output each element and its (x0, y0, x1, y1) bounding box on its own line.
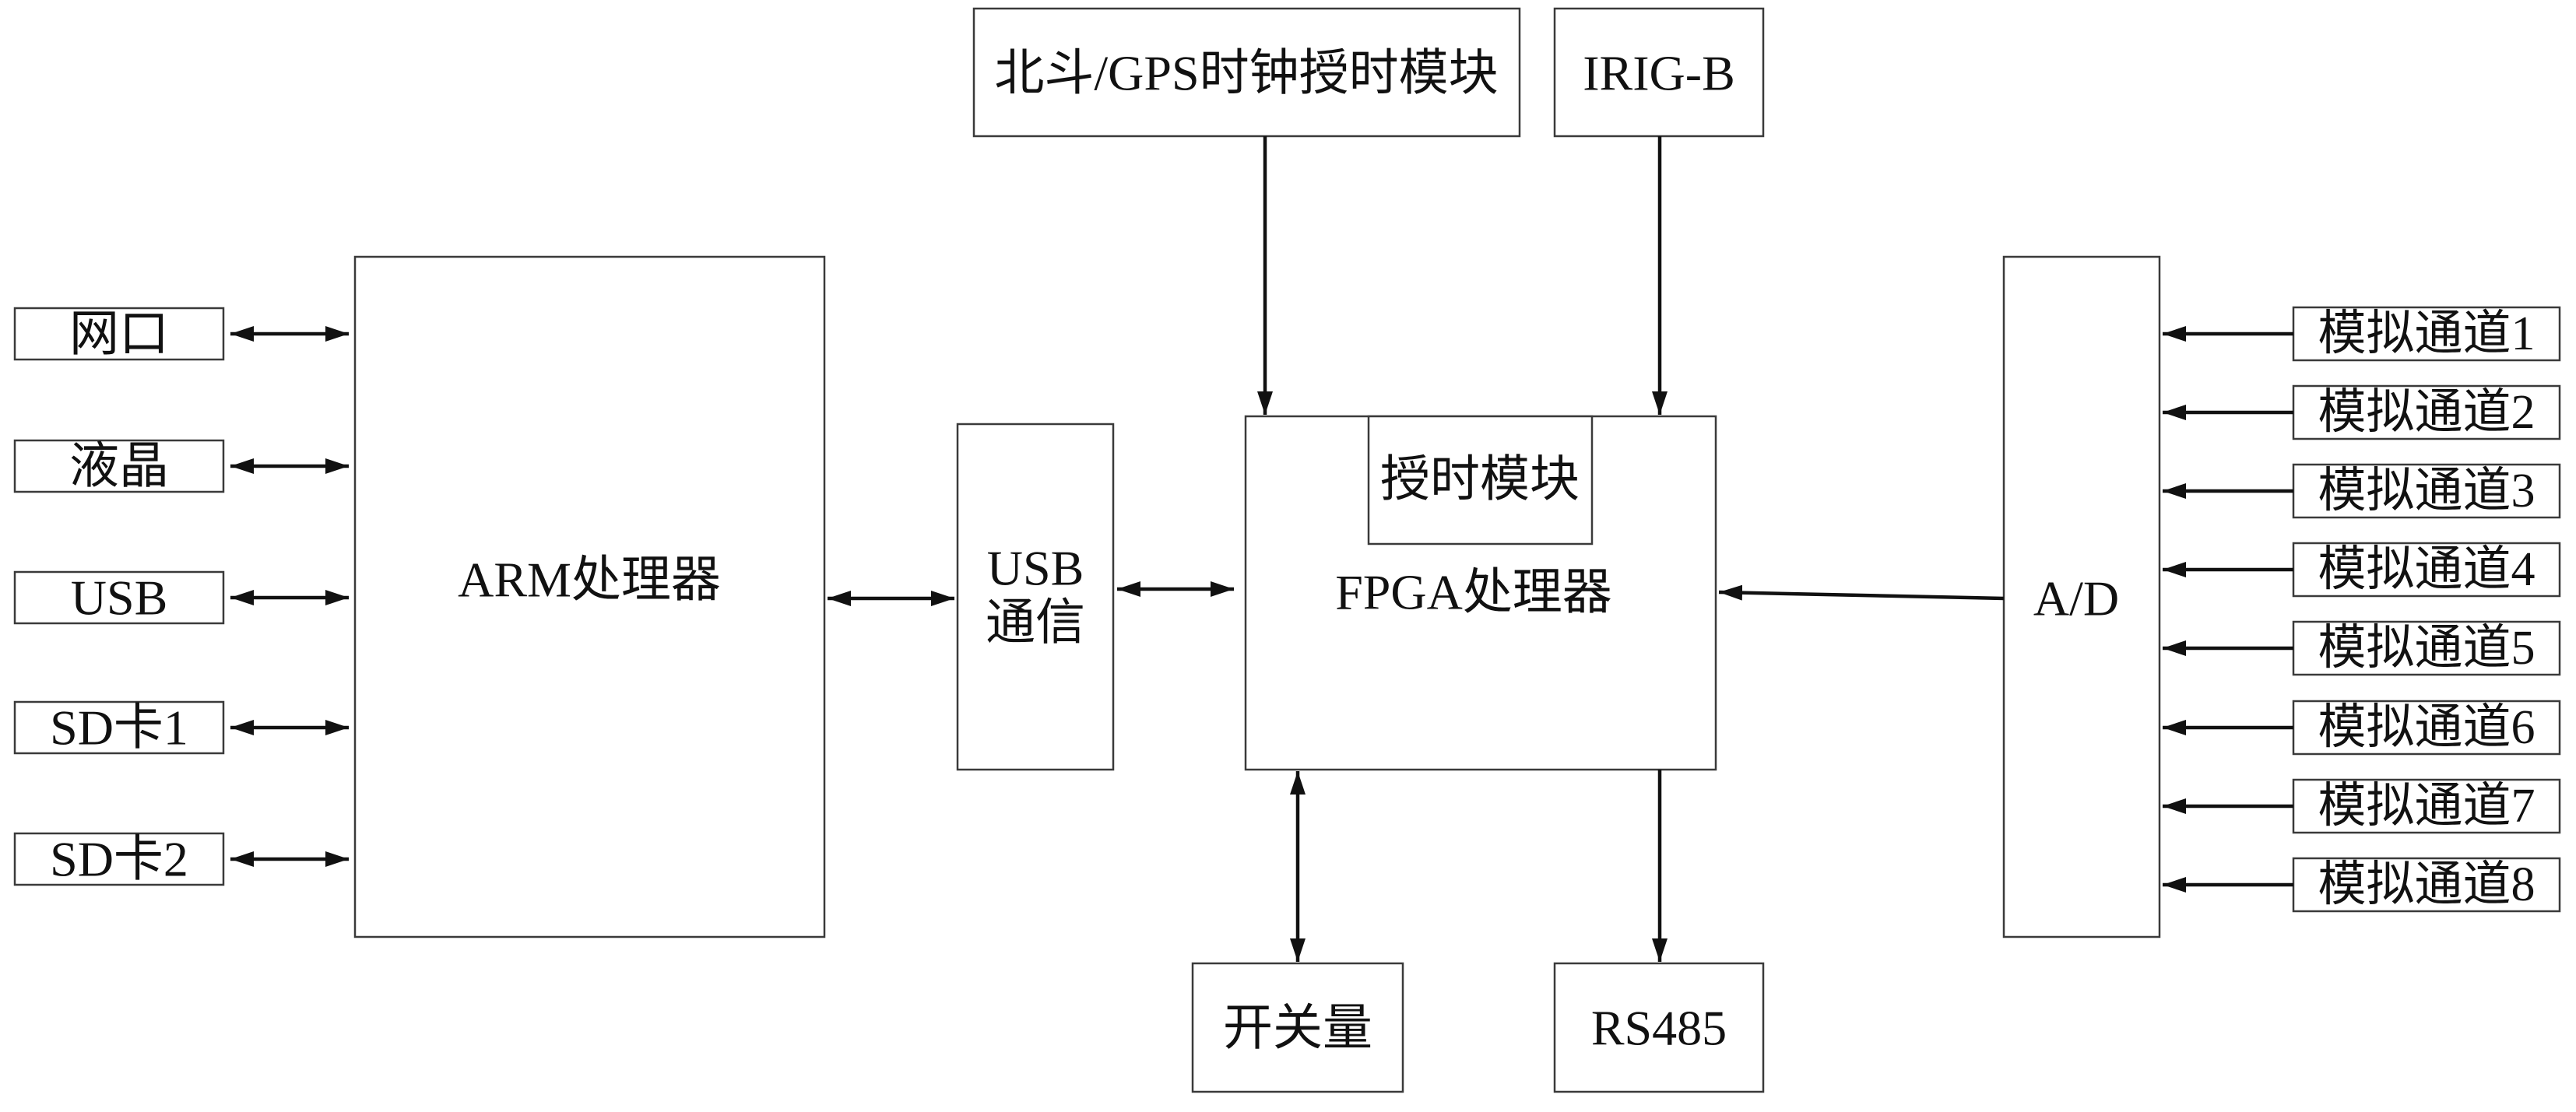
arm-peripherals: 网口 液晶 USB SD卡1 SD卡2 (13, 307, 225, 887)
peripheral-node: 网口 (13, 307, 225, 362)
usb-comm-label-line2: 通信 (986, 595, 1085, 651)
irig-b-label: IRIG-B (1583, 46, 1735, 101)
arm-processor-box (353, 255, 826, 938)
peripheral-box (13, 570, 225, 625)
switch-io-label: 开关量 (1223, 1001, 1372, 1056)
timing-module-box (1367, 415, 1594, 545)
analog-channel-label: 模拟通道6 (2318, 701, 2535, 754)
peripheral-node: USB (13, 570, 225, 626)
analog-channel-label: 模拟通道4 (2318, 543, 2535, 596)
usb-comm-node: USB 通信 (956, 423, 1115, 771)
switch-io-box (1191, 962, 1404, 1093)
peripheral-box (13, 700, 225, 755)
timing-source-node: 北斗/GPS时钟授时模块 (972, 7, 1521, 138)
timing-source-label: 北斗/GPS时钟授时模块 (994, 46, 1498, 101)
analog-channel-node: 模拟通道7 (2292, 778, 2561, 834)
peripheral-label: SD卡1 (50, 700, 188, 756)
usb-comm-label-line1: USB (987, 541, 1084, 596)
arm-processor-label: ARM处理器 (458, 552, 721, 608)
peripheral-box (13, 307, 225, 361)
peripheral-node: SD卡1 (13, 700, 225, 756)
analog-channel-node: 模拟通道3 (2292, 463, 2561, 519)
analog-channel-label: 模拟通道5 (2318, 622, 2535, 675)
analog-channel-node: 模拟通道6 (2292, 700, 2561, 756)
peripheral-box (13, 832, 225, 886)
peripheral-node: SD卡2 (13, 832, 225, 887)
analog-channel-node: 模拟通道5 (2292, 620, 2561, 676)
ad-converter-box (2002, 255, 2161, 938)
ad-fpga-arrow (1718, 584, 2005, 601)
ad-converter-node: A/D (2002, 255, 2161, 938)
peripheral-label: 网口 (69, 307, 169, 362)
analog-channel-box (2292, 306, 2561, 362)
timing-module-label: 授时模块 (1380, 452, 1580, 507)
analog-channel-node: 模拟通道2 (2292, 384, 2561, 440)
switch-io-node: 开关量 (1191, 962, 1404, 1093)
analog-channel-box (2292, 542, 2561, 598)
peripheral-node: 液晶 (13, 439, 225, 494)
analog-channel-box (2292, 857, 2561, 913)
peripheral-label: USB (71, 570, 168, 626)
peripheral-label: SD卡2 (50, 832, 188, 887)
analog-channels: 模拟通道1 模拟通道2 模拟通道3 模拟通道4 模拟通道5 模拟通道6 模拟通道… (2292, 306, 2561, 913)
arm-processor-node: ARM处理器 (353, 255, 826, 938)
analog-channel-label: 模拟通道3 (2318, 465, 2535, 517)
analog-channel-box (2292, 700, 2561, 756)
peripheral-label: 液晶 (69, 439, 169, 494)
analog-channel-label: 模拟通道8 (2318, 858, 2535, 911)
analog-channel-node: 模拟通道8 (2292, 857, 2561, 913)
fpga-processor-label: FPGA处理器 (1335, 565, 1612, 620)
ad-converter-label: A/D (2033, 571, 2119, 626)
rs485-box (1553, 962, 1765, 1093)
irig-b-node: IRIG-B (1553, 7, 1765, 138)
analog-channel-label: 模拟通道1 (2318, 307, 2535, 360)
analog-channel-node: 模拟通道4 (2292, 542, 2561, 598)
analog-channel-label: 模拟通道2 (2318, 386, 2535, 439)
irig-b-box (1553, 7, 1765, 138)
fpga-processor-node: FPGA处理器 授时模块 (1244, 415, 1717, 771)
usb-comm-box (956, 423, 1115, 771)
analog-channel-node: 模拟通道1 (2292, 306, 2561, 362)
analog-channel-box (2292, 384, 2561, 440)
rs485-label: RS485 (1591, 1001, 1727, 1056)
peripheral-box (13, 439, 225, 493)
rs485-node: RS485 (1553, 962, 1765, 1093)
analog-channel-box (2292, 620, 2561, 676)
timing-source-box (972, 7, 1521, 138)
analog-channel-label: 模拟通道7 (2318, 780, 2535, 833)
analog-channel-box (2292, 778, 2561, 834)
